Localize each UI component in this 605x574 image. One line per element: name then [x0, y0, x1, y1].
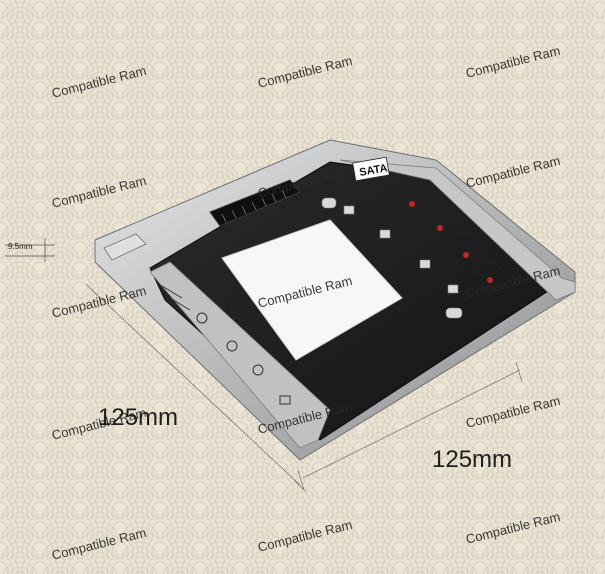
length-label-left: 125mm — [98, 404, 179, 431]
right-rail — [339, 159, 576, 301]
left-rail — [149, 261, 331, 449]
right-rail-icons — [399, 181, 501, 283]
thickness-label: 9.5mm — [8, 242, 33, 251]
mounting-tabs — [321, 197, 463, 319]
connector-pins — [221, 189, 287, 223]
eject-lever — [103, 233, 147, 261]
center-label — [221, 219, 403, 361]
thickness-dimension-lines — [5, 238, 55, 262]
length-dimension-lines — [85, 283, 523, 493]
sata-badge: SATA — [352, 156, 390, 182]
left-rail-icons — [161, 285, 291, 405]
length-label-right: 125mm — [432, 446, 513, 473]
sata-badge-text: SATA — [358, 162, 388, 179]
sata-connector — [209, 179, 301, 227]
